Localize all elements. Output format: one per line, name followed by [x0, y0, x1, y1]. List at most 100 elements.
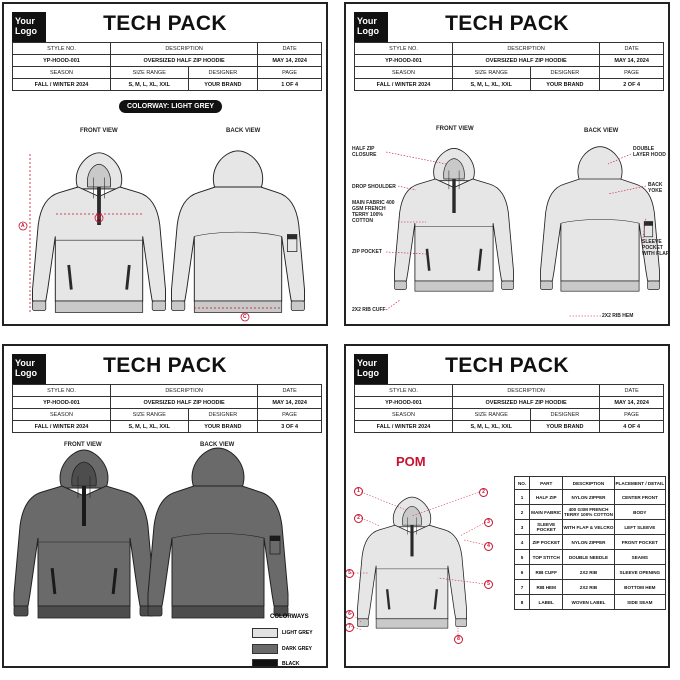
colorway-light-grey: LIGHT GREY [282, 630, 313, 636]
size-value: S, M, L, XL, XXL [451, 420, 531, 433]
swatch-black [252, 659, 278, 666]
callout-back-yoke: BACK YOKE [648, 182, 663, 194]
marker-a-label: A [21, 223, 25, 229]
marker-b-label: B [97, 215, 101, 221]
callout-drop-shoulder: DROP SHOULDER [352, 184, 396, 190]
pom-cell: 2 [513, 504, 531, 520]
page-number: 2 OF 4 [599, 78, 664, 91]
marker-b [94, 213, 104, 223]
pom-cell: 2X2 RIB [562, 579, 615, 595]
garment-sketches [18, 150, 305, 322]
pom-table: NO. PART DESCRIPTION PLACEMENT / DETAIL … [513, 476, 667, 610]
page-title: TECH PACK [445, 354, 569, 377]
pom-marker-2: 2 [354, 514, 363, 523]
hoodie-back-sketch [147, 447, 289, 619]
swatch-dark-grey [252, 644, 278, 654]
colorway-badge: COLORWAY: LIGHT GREY [119, 100, 222, 113]
pom-cell: TOP STITCH [529, 549, 564, 565]
designer-value: YOUR BRAND [529, 78, 601, 91]
pom-cell: WOVEN LABEL [562, 594, 615, 610]
garment-sketches [385, 146, 660, 317]
pom-header-placement: PLACEMENT / DETAIL [613, 476, 667, 490]
callout-leaders [385, 151, 647, 317]
tech-pack-page-2: Your Logo TECH PACK STYLE NO.DESCRIPTION… [344, 2, 670, 326]
hoodie-back-sketch [171, 150, 305, 313]
page-number: 1 OF 4 [257, 78, 322, 91]
callout-sleeve-pocket: SLEEVE POCKET WITH FLAP [642, 239, 670, 257]
pom-marker-6: 6 [346, 610, 354, 619]
pom-cell: 2X2 RIB [562, 564, 615, 580]
hoodie-front-sketch [357, 496, 467, 629]
pom-cell: 7 [513, 579, 531, 595]
pom-cell: MAIN FABRIC [529, 504, 564, 520]
page-title: TECH PACK [445, 12, 569, 35]
pom-marker-1: 1 [354, 487, 363, 496]
brand-logo: Your Logo [354, 354, 388, 384]
pom-cell: 1 [513, 489, 531, 505]
marker-a [18, 221, 28, 231]
pom-cell: DOUBLE NEEDLE [562, 549, 615, 565]
date-label: DATE [599, 384, 664, 397]
pom-marker-5: 5 [484, 580, 493, 589]
pom-cell: BODY [613, 504, 667, 520]
pom-cell: SLEEVE POCKET [529, 519, 564, 535]
page-number: 3 OF 4 [257, 420, 322, 433]
tech-pack-page-3: Your Logo TECH PACK STYLE NO.DESCRIPTION… [2, 344, 328, 668]
size-value: S, M, L, XL, XXL [451, 78, 531, 91]
pom-cell: 4 [513, 534, 531, 550]
pom-cell: ZIP POCKET [529, 534, 564, 550]
pom-cell: SIDE SEAM [613, 594, 667, 610]
pom-cell: BOTTOM HEM [613, 579, 667, 595]
pom-marker-2b: 2 [479, 488, 488, 497]
front-view-label: FRONT VIEW [80, 128, 118, 134]
brand-logo: Your Logo [12, 12, 46, 42]
pom-header-no: NO. [513, 476, 531, 490]
colorway-black: BLACK [282, 661, 300, 667]
swatch-light-grey [252, 628, 278, 638]
hoodie-front-sketch [13, 449, 155, 619]
season-value: FALL / WINTER 2024 [12, 420, 111, 433]
pom-cell: LEFT SLEEVE [613, 519, 667, 535]
hoodie-front-sketch [32, 152, 166, 313]
pom-cell: NYLON ZIPPER [562, 534, 615, 550]
brand-logo: Your Logo [354, 12, 388, 42]
pom-cell: 6 [513, 564, 531, 580]
back-view-label: BACK VIEW [226, 128, 261, 134]
callout-zip-pocket: ZIP POCKET [352, 249, 382, 255]
pom-marker-8: 8 [454, 635, 463, 644]
page-title: TECH PACK [103, 12, 227, 35]
front-view-label: FRONT VIEW [436, 126, 474, 132]
pom-title: POM [396, 454, 426, 469]
season-value: FALL / WINTER 2024 [354, 420, 453, 433]
marker-c [240, 312, 250, 322]
tech-pack-page-1: Your Logo TECH PACK STYLE NO.DESCRIPTION… [2, 2, 328, 326]
pom-cell: 3 [513, 519, 531, 535]
pom-marker-4: 4 [484, 542, 493, 551]
pom-cell: WITH FLAP & VELCRO [562, 519, 615, 535]
pom-cell: LABEL [529, 594, 564, 610]
back-view-label: BACK VIEW [584, 128, 619, 134]
page-title: TECH PACK [103, 354, 227, 377]
pom-leaders [350, 491, 487, 635]
pom-cell: NYLON ZIPPER [562, 489, 615, 505]
callout-double-hood: DOUBLE LAYER HOOD [633, 146, 666, 158]
colorways-title: COLORWAYS [270, 614, 309, 620]
pom-marker-3: 3 [484, 518, 493, 527]
brand-logo: Your Logo [12, 354, 46, 384]
size-value: S, M, L, XL, XXL [109, 78, 189, 91]
page-number: 4 OF 4 [599, 420, 664, 433]
marker-c-label: C [243, 314, 247, 320]
pom-cell: 5 [513, 549, 531, 565]
pom-cell: SEAMS [613, 549, 667, 565]
pom-sketch [350, 491, 487, 635]
pom-marker-7: 7 [346, 623, 354, 632]
